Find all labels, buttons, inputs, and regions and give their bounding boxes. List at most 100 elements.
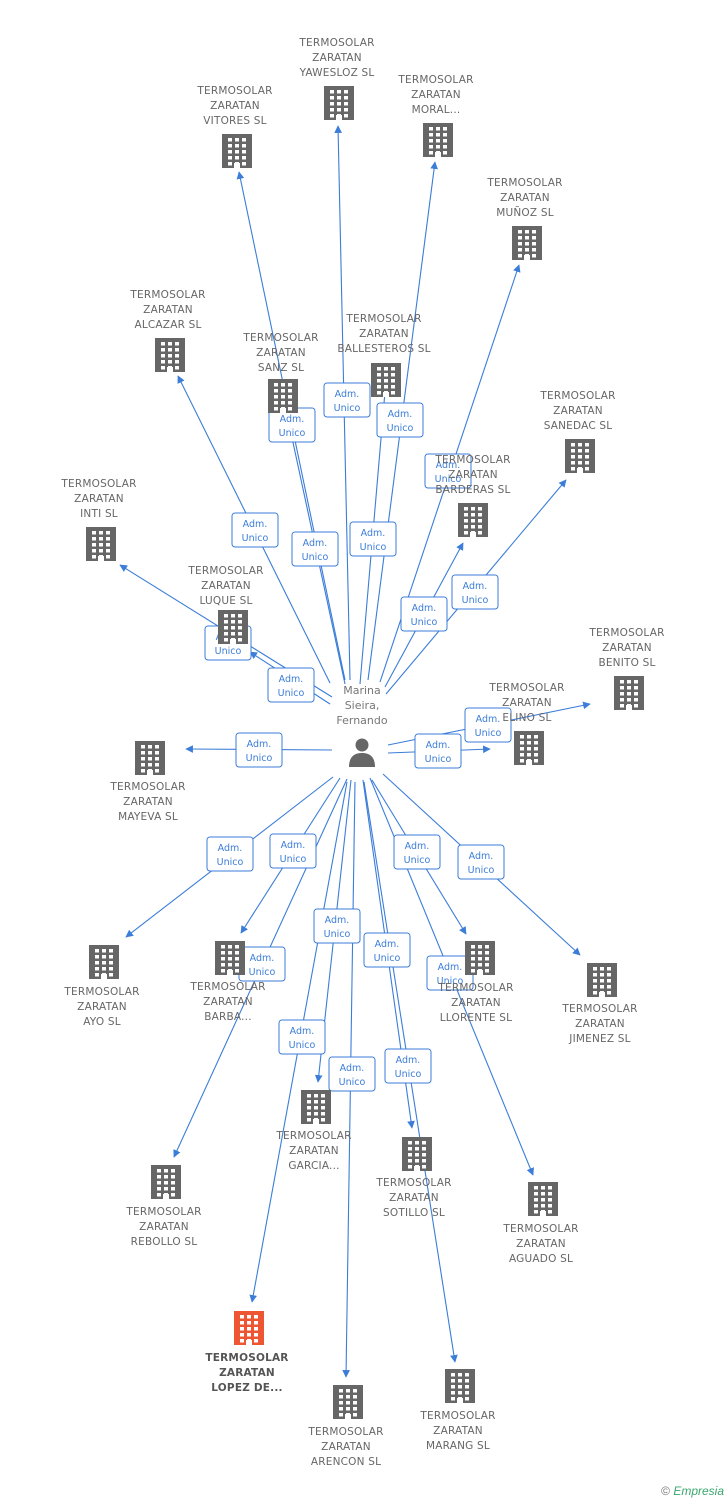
relationship-badge-text: Adm. [279,674,304,685]
company-label-line: TERMOSOLAR [275,1130,351,1142]
relationship-badge-munoz[interactable]: Adm.Unico [424,453,472,489]
relationship-badge-text: Adm. [436,460,461,471]
company-building-icon-ayo[interactable] [89,945,119,979]
company-label-line: TERMOSOLAR [298,37,374,49]
company-label-line: SOTILLO SL [383,1207,445,1219]
company-label-line: GARCIA... [288,1160,339,1172]
relationship-badge-llorente[interactable]: Adm.Unico [393,834,441,870]
relationship-badge-arencon[interactable]: Adm.Unico [328,1056,376,1092]
company-label-line: TERMOSOLAR [345,313,421,325]
company-building-icon-elino[interactable] [514,731,544,765]
company-label-line: ZARATAN [201,580,251,592]
company-label-line: TERMOSOLAR [437,982,513,994]
relationship-badge-moral[interactable]: Adm.Unico [376,402,424,438]
company-label-line: ZARATAN [500,192,550,204]
relationship-badge-jimenez[interactable]: Adm.Unico [457,844,505,880]
brand-logo-text[interactable]: Empresia [673,1484,724,1498]
company-building-icon-sanedac[interactable] [565,439,595,473]
company-building-icon-yawesloz[interactable] [324,86,354,120]
company-building-icon-jimenez[interactable] [587,963,617,997]
relationship-badge-text: Unico [425,754,452,765]
company-label-line: ZARATAN [312,52,362,64]
company-building-icon-aguado[interactable] [528,1182,558,1216]
company-building-icon-llorente[interactable] [465,941,495,975]
company-label-line: TERMOSOLAR [375,1177,451,1189]
company-building-icon-sotillo[interactable] [402,1137,432,1171]
company-building-icon-garcia[interactable] [301,1090,331,1124]
company-building-icon-barderas[interactable] [458,503,488,537]
person-name-line: Sieira, [345,699,380,712]
company-label-line: ZARATAN [77,1001,127,1013]
company-building-icon-lopez[interactable] [234,1311,264,1345]
company-label-line: REBOLLO SL [131,1236,198,1248]
relationship-badge-text: Adm. [412,603,437,614]
relationship-badge-alcazar[interactable]: Adm.Unico [231,512,279,548]
company-building-icon-rebollo[interactable] [151,1165,181,1199]
relationship-badge-yawesloz[interactable]: Adm.Unico [323,382,371,418]
company-building-icon-ballesteros[interactable] [371,363,401,397]
company-building-icon-benito[interactable] [614,676,644,710]
relationship-badge-luque[interactable]: Adm.Unico [267,667,315,703]
company-building-icon-sanz[interactable] [268,379,298,413]
relationship-badge-ayo[interactable]: Adm.Unico [206,836,254,872]
relationship-badge-sanedac[interactable]: Adm.Unico [451,574,499,610]
company-building-icon-barba[interactable] [215,941,245,975]
company-building-icon-inti[interactable] [86,527,116,561]
relationship-badge-rebollo[interactable]: Adm.Unico [238,946,286,982]
company-label-line: TERMOSOLAR [488,682,564,694]
relationship-badge-garcia[interactable]: Adm.Unico [313,908,361,944]
relationship-badge-sanz[interactable]: Adm.Unico [291,531,339,567]
company-building-icon-luque[interactable] [218,610,248,644]
company-label-line: SANEDAC SL [544,420,613,432]
relationship-badge-mayeva[interactable]: Adm.Unico [235,732,283,768]
relationship-badge-ballesteros[interactable]: Adm.Unico [349,521,397,557]
relationship-badge-barba[interactable]: Adm.Unico [269,833,317,869]
relationship-badge-lopez[interactable]: Adm.Unico [278,1019,326,1055]
relationship-badge-benito[interactable]: Adm.Unico [464,707,512,743]
relationship-badge-vitores[interactable]: Adm.Unico [268,407,316,443]
relationship-badge-marang[interactable]: Adm.Unico [384,1048,432,1084]
company-label-line: LOPEZ DE... [211,1382,282,1394]
company-building-icon-moral[interactable] [423,123,453,157]
company-building-icon-vitores[interactable] [222,134,252,168]
company-label-line: ALCAZAR SL [134,319,201,331]
relationship-badge-elino[interactable]: Adm.Unico [414,733,462,769]
relationship-badge-sotillo[interactable]: Adm.Unico [363,932,411,968]
relationship-badge-text: Unico [302,552,329,563]
relationship-badge-text: Unico [280,854,307,865]
person-icon[interactable] [349,738,375,768]
company-building-icon-marang[interactable] [445,1369,475,1403]
relationship-badge-barderas[interactable]: Adm.Unico [400,596,448,632]
company-building-icon-arencon[interactable] [333,1385,363,1419]
company-building-icon-munoz[interactable] [512,226,542,260]
relationship-badge-text: Unico [437,976,464,987]
company-building-icon-alcazar[interactable] [155,338,185,372]
company-building-icon-mayeva[interactable] [135,741,165,775]
